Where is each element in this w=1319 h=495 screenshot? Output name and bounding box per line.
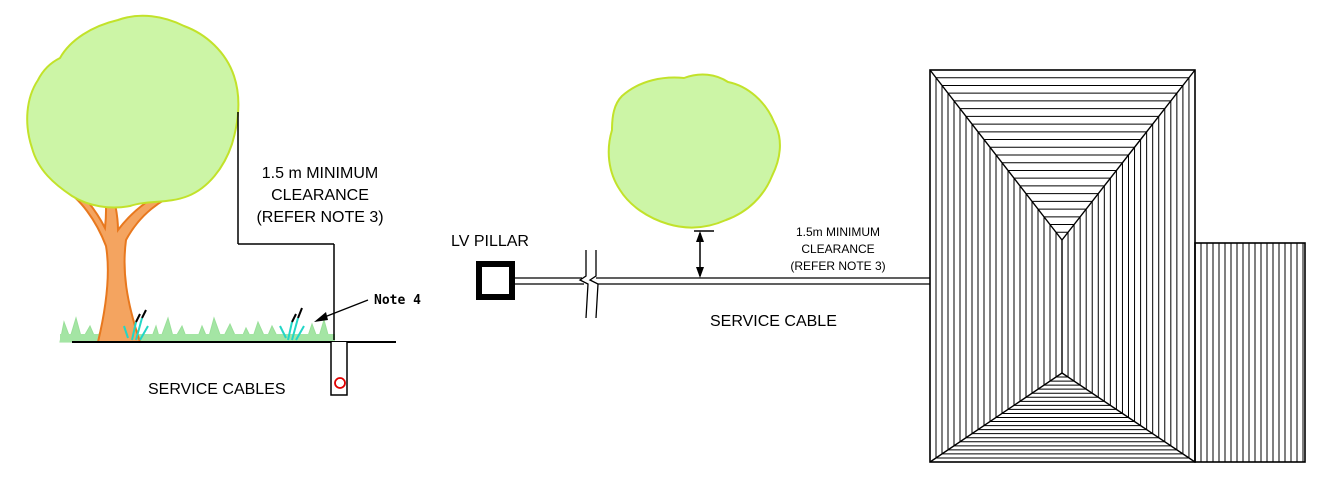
lv-pillar-label: LV PILLAR [451, 233, 529, 250]
lv-pillar [476, 261, 515, 300]
service-cables-label: SERVICE CABLES [148, 381, 286, 398]
cable-break-symbol [578, 250, 599, 319]
service-cable [515, 277, 930, 285]
weed-right [279, 307, 305, 341]
right-tree-canopy [607, 73, 781, 229]
note-leader [314, 299, 369, 322]
right-clearance-dimension [694, 230, 714, 278]
service-cable-label: SERVICE CABLE [710, 313, 837, 330]
right-clearance-line1: 1.5m MINIMUM [796, 225, 880, 239]
left-clearance-line1: 1.5 m MINIMUM [262, 165, 378, 182]
left-tree-canopy [26, 14, 240, 209]
left-clearance-line2: CLEARANCE [271, 187, 369, 204]
right-clearance-line2: CLEARANCE [801, 242, 874, 256]
note-4-label: Note 4 [374, 293, 421, 308]
left-clearance-line3: (REFER NOTE 3) [256, 209, 383, 226]
building-roof [929, 69, 1306, 463]
right-section: LV PILLAR 1.5m MINIMUM CLEARANCE (REFER … [451, 69, 1306, 463]
grass [59, 316, 335, 343]
weed-left [123, 309, 149, 341]
left-tree-section: 1.5 m MINIMUM CLEARANCE (REFER NOTE 3) N… [26, 14, 421, 398]
cable-marker [334, 377, 346, 389]
right-clearance-line3: (REFER NOTE 3) [790, 259, 885, 273]
left-clearance-dimension [237, 112, 335, 340]
